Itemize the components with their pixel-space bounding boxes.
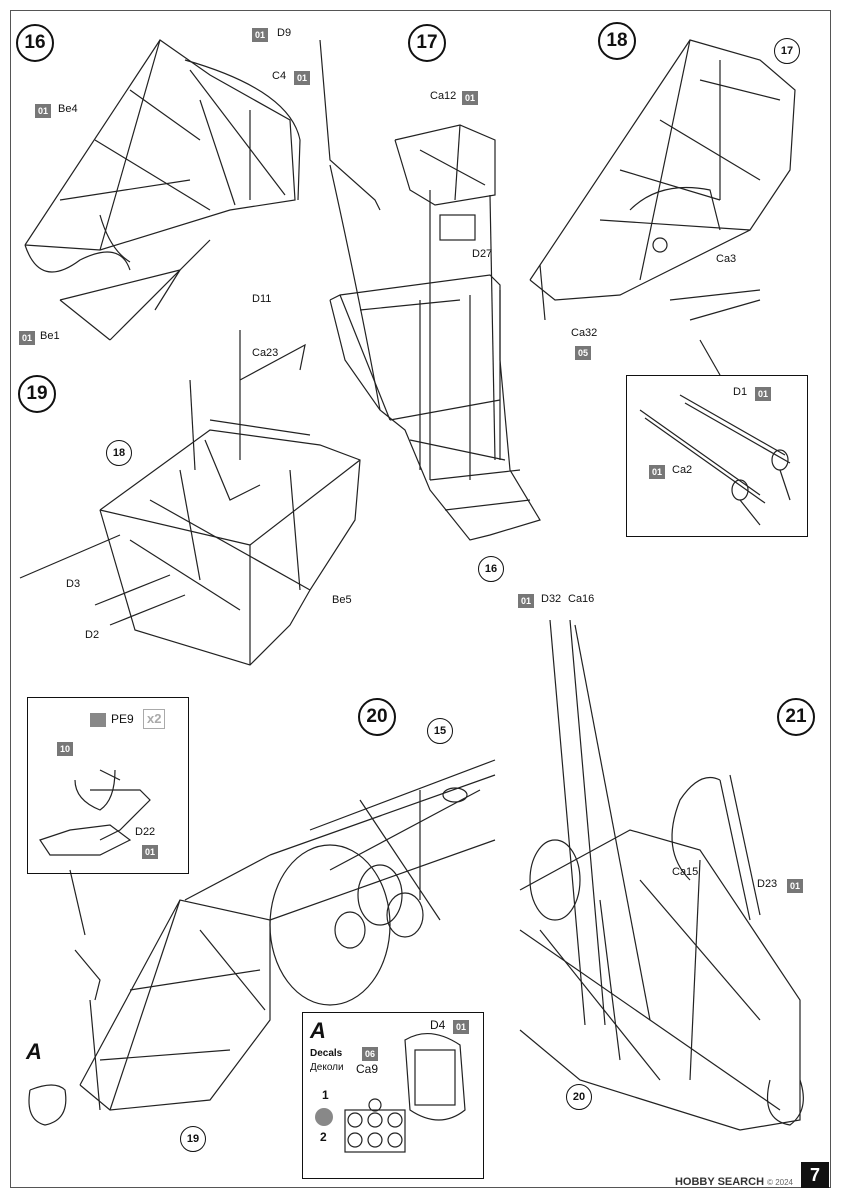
sprue-tag-be4: 01 [35, 104, 52, 118]
part-label-be1: Be1 [40, 330, 60, 342]
part-label-ca23: Ca23 [252, 347, 279, 359]
part-label-d32: D32 [541, 593, 562, 605]
step-number-18: 18 [598, 22, 636, 60]
part-label-d23: D23 [757, 878, 778, 890]
sprue-tag-d22: 01 [142, 845, 159, 859]
sprue-tag-d9: 01 [252, 28, 269, 42]
page-number: 7 [801, 1162, 829, 1188]
part-label-d4: D4 [430, 1018, 446, 1032]
part-label-d27: D27 [472, 248, 493, 260]
inset-a-drawing [344, 1033, 466, 1153]
part-label-d11: D11 [252, 293, 272, 305]
sprue-tag-ca12: 01 [462, 91, 479, 105]
step-number-19: 19 [18, 375, 56, 413]
sprue-tag-d4: 01 [453, 1020, 470, 1034]
part-label-ca32: Ca32 [571, 327, 598, 339]
part-label-ca15: Ca15 [672, 866, 699, 878]
part-label-be5: Be5 [332, 594, 352, 606]
part-label-ca2: Ca2 [672, 464, 693, 476]
sprue-tag-d1: 01 [755, 387, 772, 401]
watermark: HOBBY SEARCH © 2024 [674, 1176, 793, 1188]
inset-box-a-decals [302, 1012, 484, 1179]
part-label-ca16: Ca16 [568, 593, 595, 605]
decals-label-ru: Деколи [310, 1062, 344, 1073]
inset-box-d1-ca2 [626, 375, 808, 537]
flip-icon [315, 1108, 333, 1126]
page-border [10, 10, 831, 1188]
d1-callout-pointer [699, 339, 721, 376]
step21-frame-drawing [519, 619, 804, 1131]
step18-frame-drawing [529, 39, 796, 321]
step19-frame-drawing [19, 330, 361, 666]
step-number-20: 20 [358, 698, 396, 736]
part-label-d3: D3 [66, 578, 81, 590]
step-marker-1: 1 [322, 1088, 329, 1102]
part-label-ca9: Ca9 [356, 1062, 379, 1076]
part-label-ca3: Ca3 [716, 253, 737, 265]
part-label-pe9: PE9 [111, 712, 134, 726]
sprue-tag-d23: 01 [787, 879, 804, 893]
step-number-17: 17 [408, 24, 446, 62]
step20-frame-drawing [28, 759, 496, 1126]
ref-step-20: 20 [566, 1084, 592, 1110]
sprue-tag-ca2: 01 [649, 465, 666, 479]
part-label-d9: D9 [277, 27, 292, 39]
sprue-tag-decals: 06 [362, 1047, 379, 1061]
ref-step-16: 16 [478, 556, 504, 582]
sprue-tag-pe-frame: 10 [57, 742, 74, 756]
ref-step-15: 15 [427, 718, 453, 744]
part-label-d22: D22 [135, 826, 156, 838]
sprue-tag-be1: 01 [19, 331, 36, 345]
part-label-ca12: Ca12 [430, 90, 457, 102]
part-label-d1: D1 [733, 386, 748, 398]
part-label-d2: D2 [85, 629, 100, 641]
callout-letter-a: A [26, 1039, 42, 1064]
part-label-be4: Be4 [58, 103, 78, 115]
sprue-tag-c4: 01 [294, 71, 311, 85]
ref-step-17: 17 [774, 38, 800, 64]
sprue-tag-d32: 01 [518, 594, 535, 608]
step17-frame-drawing [319, 39, 541, 541]
step16-frame-drawing [24, 39, 301, 341]
ref-step-19: 19 [180, 1126, 206, 1152]
decals-label-en: Decals [310, 1048, 343, 1059]
sprue-tag-ca32: 05 [575, 346, 592, 360]
quantity-x2-badge: x2 [143, 709, 166, 729]
inset-pe-drawing [39, 769, 151, 856]
part-label-c4: C4 [272, 70, 287, 82]
step-marker-2: 2 [320, 1130, 327, 1144]
pe-callout-pointer [69, 869, 86, 936]
pe-icon [90, 713, 106, 727]
ref-step-18: 18 [106, 440, 132, 466]
inset-box-pe9-d22 [27, 697, 189, 874]
inset-letter-a: A [310, 1018, 326, 1043]
inset-d1-ca2-drawing [639, 394, 791, 526]
step-number-21: 21 [777, 698, 815, 736]
step-number-16: 16 [16, 24, 54, 62]
